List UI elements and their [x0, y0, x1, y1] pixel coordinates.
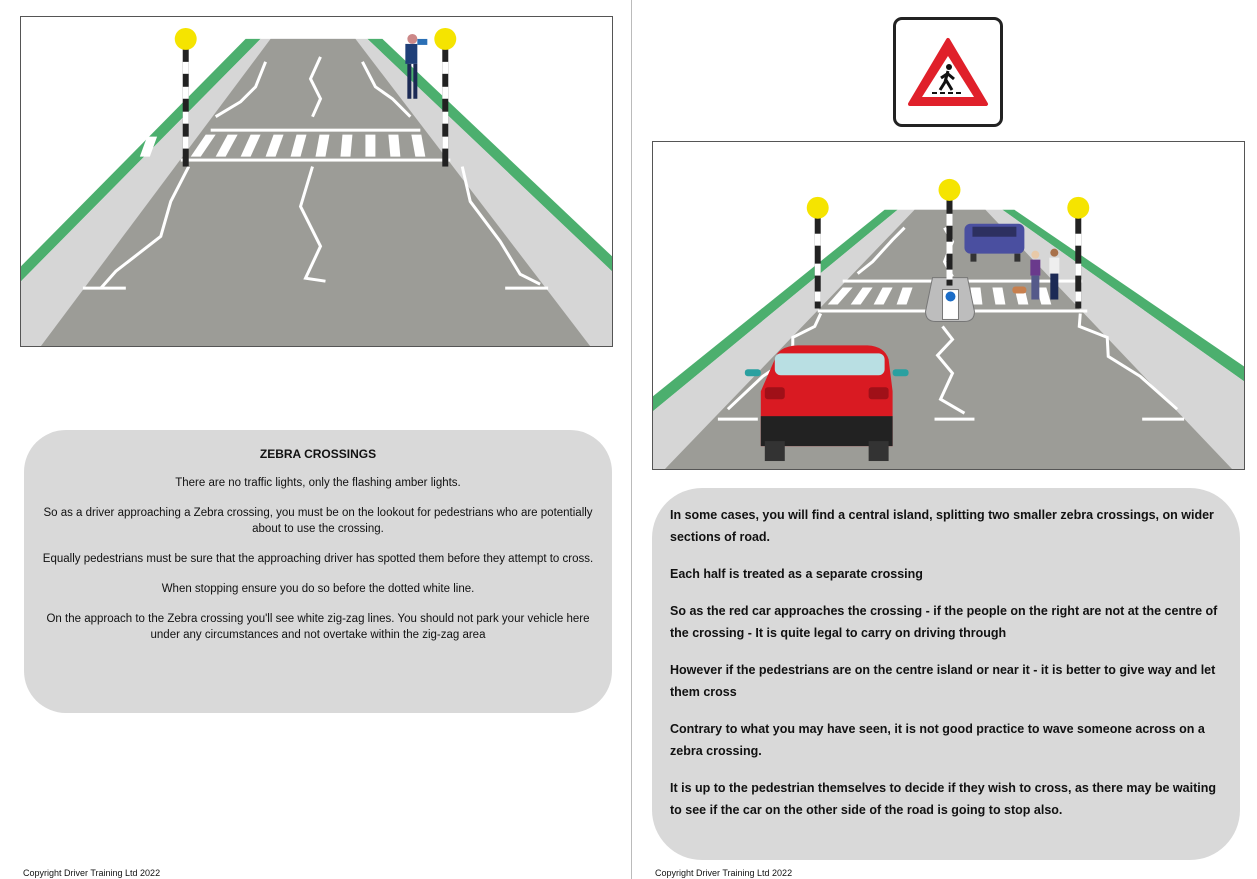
- paragraph: So as the red car approaches the crossin…: [670, 604, 1218, 640]
- pedestrian-figure: [405, 33, 428, 99]
- pedestrian-crossing-sign: [893, 17, 1003, 127]
- paragraph: It is up to the pedestrian themselves to…: [670, 781, 1216, 817]
- paragraph: On the approach to the Zebra crossing yo…: [46, 613, 590, 641]
- beacon-right: [1067, 196, 1090, 309]
- paragraph: There are no traffic lights, only the fl…: [175, 477, 461, 489]
- central-island-crossing-illustration: [652, 141, 1245, 470]
- paragraph: Equally pedestrians must be sure that th…: [42, 553, 594, 565]
- zebra-crossing-illustration: [20, 16, 613, 347]
- pedestrians: [1012, 248, 1060, 300]
- copyright-footer: Copyright Driver Training Ltd 2022: [655, 868, 793, 878]
- red-car: [744, 345, 909, 462]
- section-heading: ZEBRA CROSSINGS: [259, 447, 377, 461]
- central-island-info-panel: In some cases, you will find a central i…: [652, 488, 1240, 860]
- paragraph: So as a driver approaching a Zebra cross…: [43, 507, 593, 535]
- beacon-centre: [938, 178, 961, 286]
- beacon-left: [806, 196, 829, 309]
- paragraph: When stopping ensure you do so before th…: [161, 583, 475, 595]
- blue-car: [964, 223, 1025, 262]
- paragraph: Each half is treated as a separate cross…: [670, 567, 923, 581]
- paragraph: Contrary to what you may have seen, it i…: [670, 722, 1205, 758]
- paragraph: In some cases, you will find a central i…: [670, 508, 1214, 544]
- copyright-footer: Copyright Driver Training Ltd 2022: [23, 868, 161, 878]
- page-divider: [631, 0, 632, 879]
- paragraph: However if the pedestrians are on the ce…: [670, 663, 1216, 699]
- zebra-crossings-info-panel: ZEBRA CROSSINGS There are no traffic lig…: [24, 430, 612, 713]
